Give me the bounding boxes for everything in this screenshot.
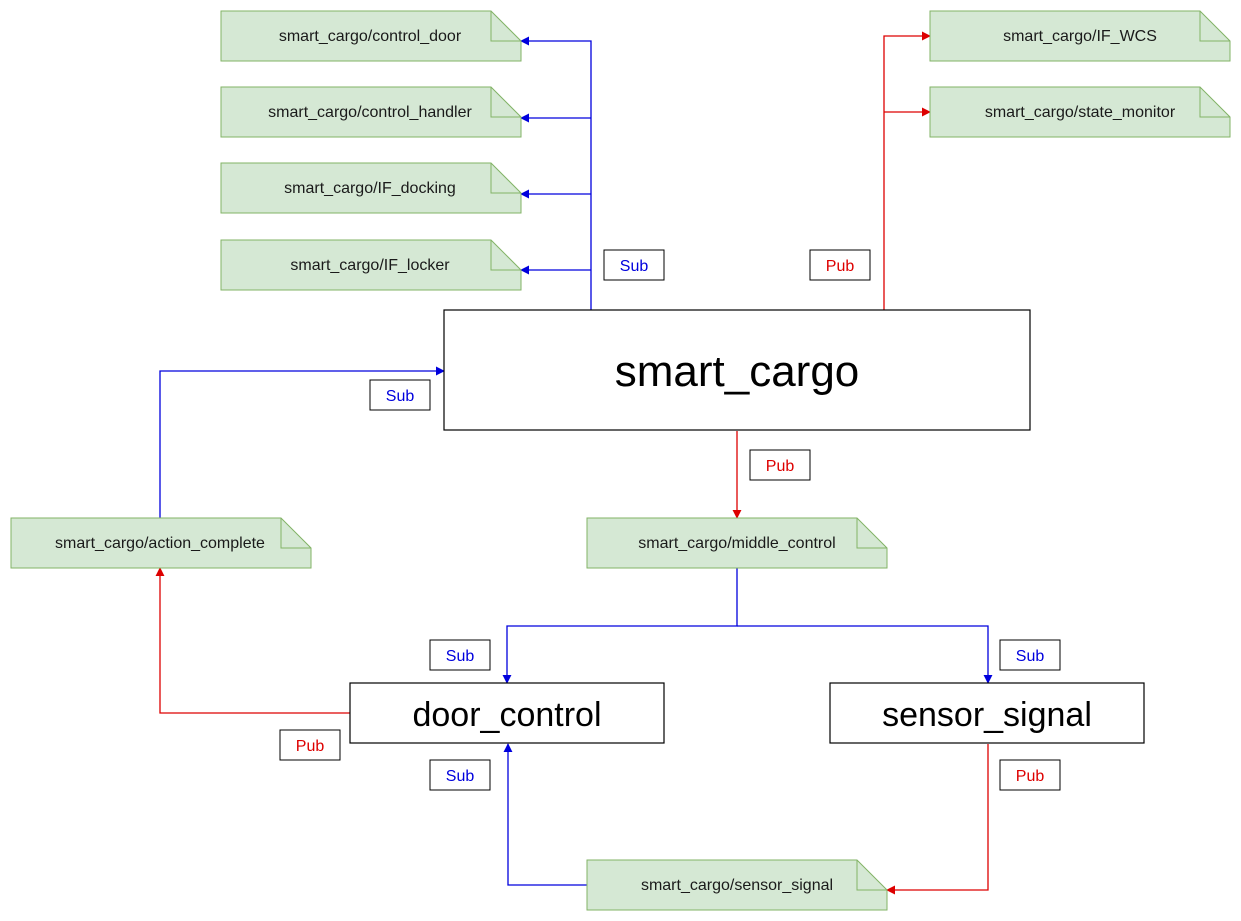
edge-pub-action-complete [155,567,350,714]
edge-pub-sensor-signal-topic [886,744,989,895]
edge-sub-door-control [502,568,738,684]
node-sensor-signal-label: sensor_signal [882,696,1092,734]
edge-label-sub-sensor-top-text: Sub [1016,648,1045,665]
edge-label-pub-sensor-bottom: Pub [999,759,1061,791]
edge-label-sub-left: Sub [369,379,431,411]
topic-if-locker-label: smart_cargo/IF_locker [290,257,450,274]
edge-label-sub-door-top-text: Sub [446,648,475,665]
edge-label-pub-center-text: Pub [766,458,795,475]
node-door-control: door_control [349,682,665,744]
edge-label-sub-door-bottom: Sub [429,759,491,791]
edge-label-pub-top-text: Pub [826,258,855,275]
topic-control-handler-label: smart_cargo/control_handler [268,104,472,121]
edge-label-sub-left-text: Sub [386,388,415,405]
edge-label-pub-sensor-bottom-text: Pub [1016,768,1045,785]
edge-label-pub-top: Pub [809,249,871,281]
edge-sub-control-door [520,36,592,310]
topic-action-complete: smart_cargo/action_complete [10,517,312,569]
edge-sub-action-complete [159,366,445,518]
node-smart-cargo-label: smart_cargo [615,347,860,396]
edge-label-sub-sensor-top: Sub [999,639,1061,671]
edge-label-sub-door-top: Sub [429,639,491,671]
topic-sensor-signal-label: smart_cargo/sensor_signal [641,877,833,894]
edge-sub-sensor-signal-topic [503,743,587,886]
node-door-control-label: door_control [412,696,601,734]
topic-middle-control: smart_cargo/middle_control [586,517,888,569]
topic-if-docking: smart_cargo/IF_docking [220,162,522,214]
topic-if-locker: smart_cargo/IF_locker [220,239,522,291]
edge-label-pub-center: Pub [749,449,811,481]
topic-if-docking-label: smart_cargo/IF_docking [284,180,456,197]
topic-control-door-label: smart_cargo/control_door [279,28,462,45]
node-sensor-signal: sensor_signal [829,682,1145,744]
connectors [155,31,993,895]
edge-label-sub-top: Sub [603,249,665,281]
topic-middle-control-label: smart_cargo/middle_control [638,535,835,552]
topic-control-door: smart_cargo/control_door [220,10,522,62]
edge-label-pub-door-left-text: Pub [296,738,325,755]
topic-sensor-signal: smart_cargo/sensor_signal [586,859,888,911]
edge-sub-sensor-signal-node [737,625,993,684]
edge-pub-if-wcs [883,31,931,310]
edge-label-sub-top-text: Sub [620,258,649,275]
topic-if-wcs: smart_cargo/IF_WCS [929,10,1231,62]
topic-state-monitor-label: smart_cargo/state_monitor [985,104,1176,121]
edge-label-sub-door-bottom-text: Sub [446,768,475,785]
topic-if-wcs-label: smart_cargo/IF_WCS [1003,28,1157,45]
node-smart-cargo: smart_cargo [443,309,1031,431]
topic-state-monitor: smart_cargo/state_monitor [929,86,1231,138]
topic-action-complete-label: smart_cargo/action_complete [55,535,265,552]
topic-control-handler: smart_cargo/control_handler [220,86,522,138]
edge-label-pub-door-left: Pub [279,729,341,761]
